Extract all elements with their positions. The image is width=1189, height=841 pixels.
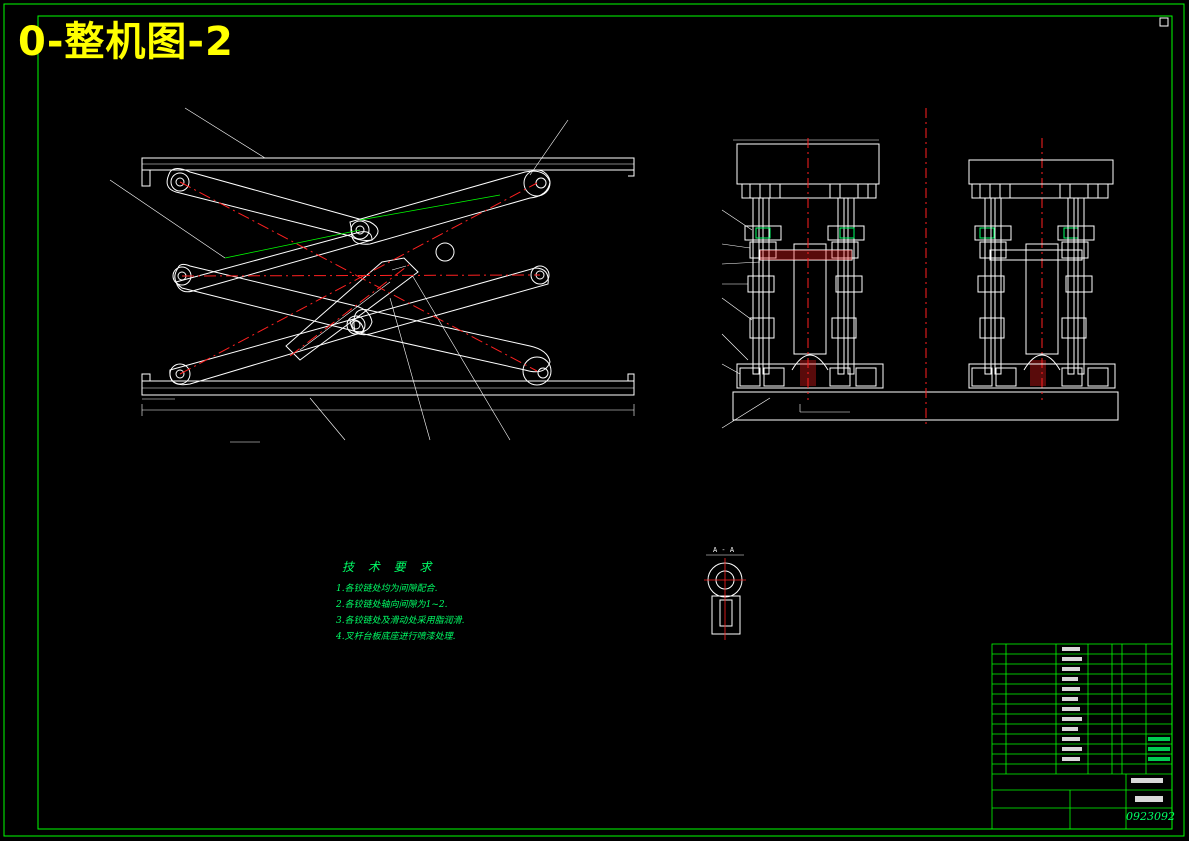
tech-requirement-item: 2.各铰链处轴向间隙为1~2. [336, 600, 448, 610]
section-label: A - A [713, 546, 735, 554]
title-block [991, 643, 1173, 830]
drawing-number: 0923092 [1126, 810, 1175, 823]
page-title: 0-整机图-2 [18, 19, 234, 65]
tech-requirement-item: 1.各铰链处均为间隙配合. [336, 584, 438, 594]
front-centerlines [179, 181, 541, 375]
tech-requirement-item: 4.叉杆台板底座进行喷漆处理. [336, 632, 456, 642]
side-view-right [968, 159, 1116, 389]
hydraulic-cylinder [285, 257, 419, 361]
front-view [109, 107, 635, 443]
side-view-left [721, 139, 1119, 429]
corner-mark [1159, 17, 1169, 27]
tech-requirements-heading: 技 术 要 求 [342, 560, 437, 574]
inner-frame [37, 15, 1173, 830]
tech-requirement-item: 3.各铰链处及滑动处采用脂润滑. [336, 616, 465, 626]
outer-frame [3, 3, 1185, 837]
technical-requirements: 技 术 要 求 1.各铰链处均为间隙配合. 2.各铰链处轴向间隙为1~2. 3.… [336, 558, 464, 645]
